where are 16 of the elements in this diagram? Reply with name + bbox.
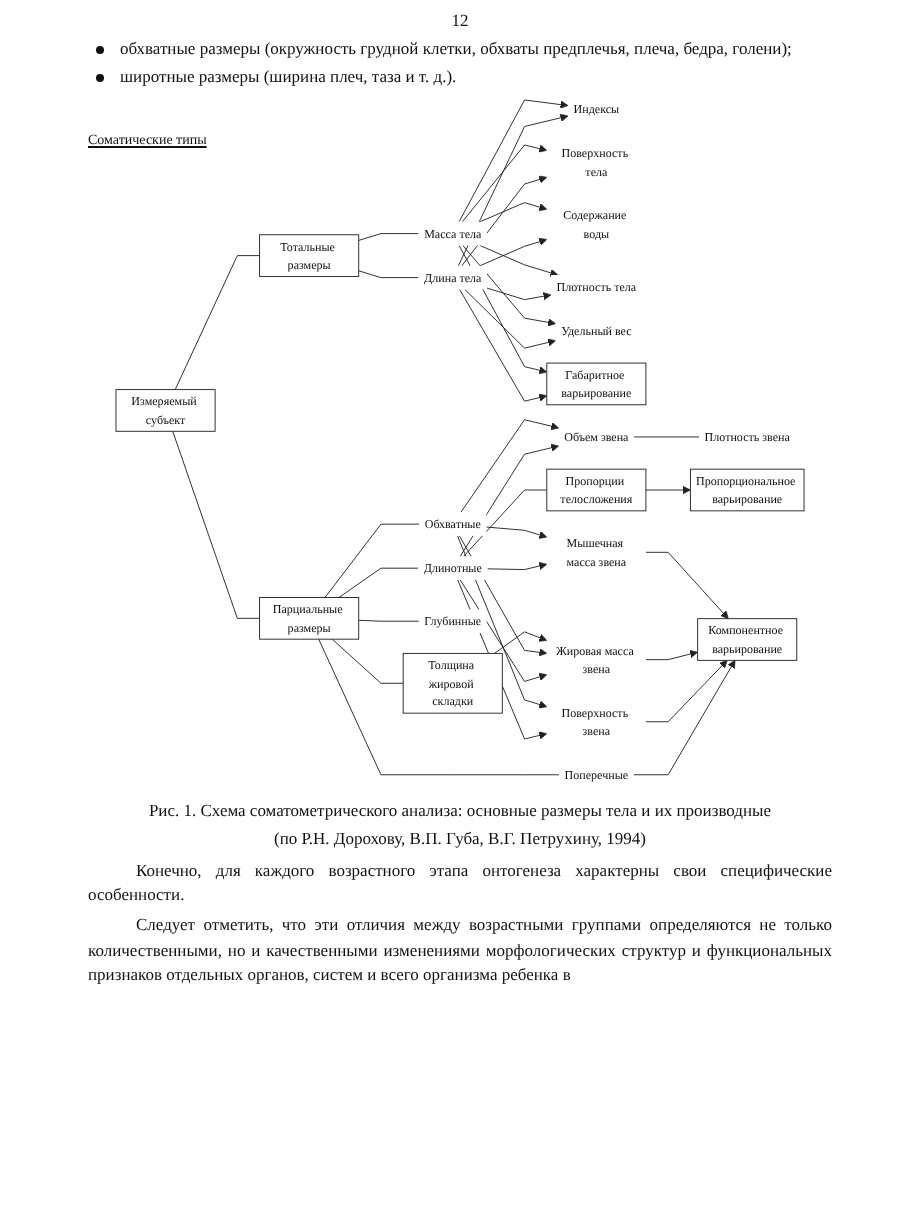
connector [358, 619, 420, 622]
figure-caption: Рис. 1. Схема соматометрического анализа: основные размеры тела и их производные [146, 797, 774, 823]
connector [172, 430, 261, 619]
page-number: 12 [449, 8, 471, 33]
connector [174, 255, 261, 390]
connector [338, 567, 419, 598]
paragraph: Конечно, для каждого возрастного этапа онтогенеза характерны свои специфические особенности. [88, 857, 832, 907]
list-item-text: широтные размеры (ширина плеч, таза и т. д.). [120, 63, 457, 88]
connector [358, 270, 419, 278]
list-item-text: обхватные размеры (окружность грудной клетки, обхваты предплечья, плеча, бедра, голени); [120, 36, 792, 62]
connector [324, 523, 420, 598]
connector [331, 638, 404, 684]
paragraph: Следует отметить, что эти отличия между возрастными группами определяются не только количественными, но и качественными изменениями морфологических структур и функциональных признаков отдельных органов, систем и всего организма ребенка в [88, 912, 832, 987]
source-note: (по Р.Н. Дорохову, В.П. Губа, В.Г. Петрухину, 1994) [271, 826, 649, 852]
connector [318, 638, 560, 776]
connector [358, 233, 420, 241]
